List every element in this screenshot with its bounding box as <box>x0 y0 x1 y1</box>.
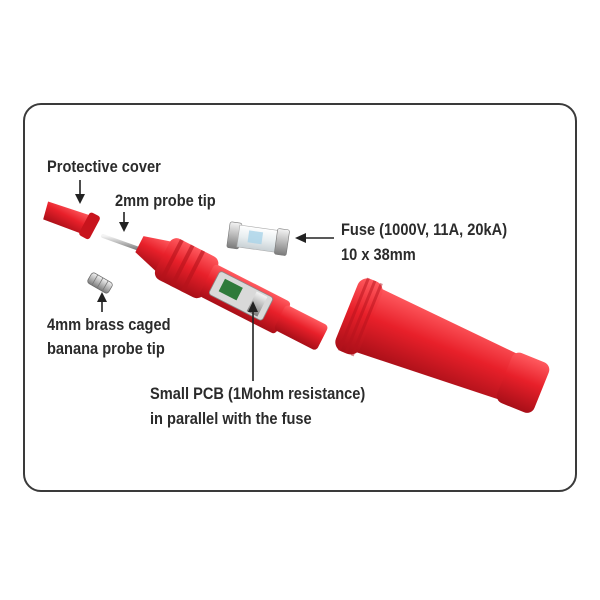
fuse-label-line2: 10 x 38mm <box>341 245 416 264</box>
banana-tip-label-line2: banana probe tip <box>47 339 165 358</box>
fuse <box>226 221 290 256</box>
fuse-label-line1: Fuse (1000V, 11A, 20kA) <box>341 220 508 239</box>
pcb-leader-arrow <box>248 301 258 312</box>
cover-leader-arrow <box>75 194 85 204</box>
protective-cover-label: Protective cover <box>47 157 161 176</box>
pcb-label-line2: in parallel with the fuse <box>150 409 312 428</box>
fuse-leader-arrow <box>295 233 306 243</box>
tip-leader-arrow <box>119 222 129 232</box>
probe-handle <box>335 277 550 413</box>
probe-front-body <box>135 236 328 350</box>
pcb-label-line1: Small PCB (1Mohm resistance) <box>150 384 366 403</box>
protective-cover <box>43 201 100 240</box>
banana-leader-arrow <box>97 292 107 302</box>
banana-probe-tip <box>87 272 113 294</box>
probe-tip-2mm <box>101 234 144 252</box>
probe-tip-label: 2mm probe tip <box>115 191 216 210</box>
banana-tip-label-line1: 4mm brass caged <box>47 315 171 334</box>
image-frame <box>23 103 577 492</box>
